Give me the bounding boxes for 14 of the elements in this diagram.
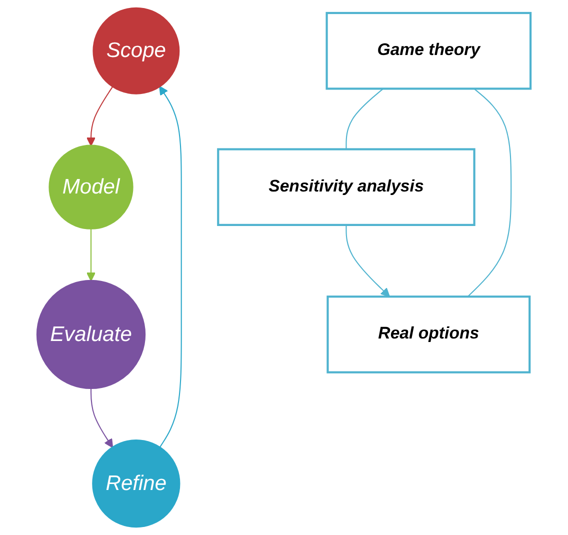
node-circle: Model [48,144,134,230]
arrow [346,224,390,298]
node-circle: Refine [92,440,180,528]
arrow [90,388,114,448]
arrow [159,86,182,448]
connector [346,88,384,150]
node-box: Game theory [326,12,532,90]
node-box: Sensitivity analysis [217,148,476,226]
arrow [86,86,114,146]
arrow [86,228,96,282]
node-box: Real options [326,296,531,374]
connector [467,88,512,297]
node-circle: Evaluate [36,280,146,390]
node-circle: Scope [92,7,180,94]
